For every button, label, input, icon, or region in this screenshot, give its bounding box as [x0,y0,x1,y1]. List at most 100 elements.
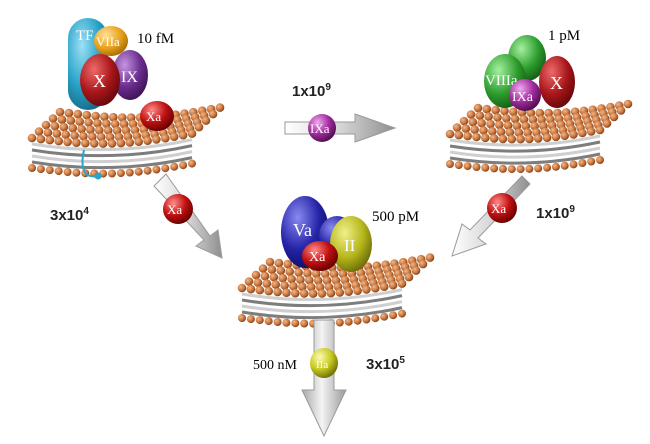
membrane-left-side-layer [31,150,193,164]
membrane-center-side-layer [241,294,403,308]
membrane-left-lipid-bead [50,121,60,131]
membrane-left-lipid-bead [201,116,211,125]
membrane-left-lipid-bead-lower [63,168,72,176]
membrane-right-lipid-bead [468,117,478,127]
membrane-right-lipid-bead [452,123,462,132]
membrane-center-lipid-bead-lower [344,317,353,326]
membrane-left-lipid-bead-lower [161,164,170,173]
xa-product-protein [140,101,174,131]
membrane-center-lipid-bead [237,283,247,293]
membrane-right-lipid-bead [493,113,502,122]
membrane-left-lipid-bead [66,116,76,125]
membrane-left-lipid-bead [107,139,117,148]
membrane-center-lipid-bead [312,269,321,279]
membrane-left-lipid-bead [57,115,67,124]
membrane-left-lipid-bead-lower [45,166,54,175]
membrane-right-lipid-bead [477,118,486,128]
membrane-right-lipid-bead [602,119,612,128]
membrane-center-lipid-bead [411,266,421,275]
membrane-center-lipid-bead [287,274,296,284]
membrane-left-lipid-bead-lower [170,162,179,171]
membrane-left-lipid-bead [52,129,62,138]
membrane-center-lipid-bead [294,268,303,277]
membrane-left-lipid-bead [55,107,65,117]
membrane-left-lipid-bead [143,136,152,145]
membrane-left-lipid-bead [102,119,111,128]
tf-anchor-tip [94,172,102,180]
membrane-right-lipid-bead [498,134,508,144]
membrane-right-lipid-bead [595,125,605,135]
membrane-left-lipid-bead [208,109,218,119]
tf-anchor [81,149,97,178]
membrane-right-lipid-bead [528,115,538,124]
extrinsic-tenase-complex: TF VIIa IX X Xa 10 fM [68,18,174,131]
ixa-transfer-arrow: IXa 1x109 [284,82,397,143]
membrane-right-lipid-bead-lower [516,165,525,174]
membrane-right-lipid-bead-lower [446,160,454,168]
membrane-left-lipid-bead [34,127,44,136]
prothrombinase-concentration: 500 pM [372,209,419,225]
membrane-center-lipid-bead [262,279,272,288]
xa-product-label: Xa [146,109,161,124]
membrane-center-lipid-bead [344,287,354,297]
membrane-right-lipid-bead [454,130,464,140]
membrane-left-lipid-bead [81,138,90,148]
membrane-left-lipid-bead [41,120,51,130]
membrane-center-lipid-bead [418,259,428,269]
membrane-center-lipid-bead-lower [362,315,371,324]
membrane-left-lipid-bead [194,122,204,132]
xa-label: Xa [309,250,326,265]
membrane-center-lipid-bead [246,284,256,294]
membrane-right-lipid-bead [533,134,543,143]
membrane-left-lipid-bead [79,131,88,141]
membrane-center-lipid-bead [258,264,268,273]
membrane-center-lipid-bead [313,276,323,285]
membrane-right-lipid-bead [470,125,479,134]
membrane-right-lipid-bead [479,126,488,135]
membrane-left-lipid-bead-lower [125,168,134,177]
xa-protein [302,241,338,271]
membrane-center-lipid-bead [296,275,305,285]
ii-protein [330,216,372,272]
membrane-center-lipid-bead-lower [300,319,309,328]
membrane-center-lipid-bead [283,259,293,269]
membrane-right-lipid-bead-lower [498,164,507,173]
va-label: Va [293,220,312,240]
membrane-right-lipid-bead [609,112,619,122]
membrane-center-lipid-bead [271,280,281,289]
membrane-left-lipid-bead [54,136,63,146]
membrane-left-lipid-bead [61,130,70,139]
membrane-left-lipid-bead [125,138,135,147]
membrane-right-lipid-bead [502,114,511,123]
membrane-right-lipid-bead [461,124,471,133]
membrane-center-lipid-bead-lower [371,314,380,323]
membrane-left-lipid-bead-lower [36,165,45,174]
membrane-center-lipid-bead [267,265,277,274]
membrane-left-lipid-bead [117,113,127,122]
membrane-right-side-layer [449,134,601,147]
membrane-right-side-layer [449,146,601,159]
x-protein [80,54,120,106]
membrane-center-lipid-bead [280,281,289,290]
membrane-left-lipid-bead [116,138,126,148]
membrane-left-side-layer [31,138,193,152]
membrane-left-lipid-bead [96,132,106,142]
membrane-center-lipid-bead-lower [246,315,255,324]
membrane-left-lipid-bead [43,128,53,137]
membrane-left-lipid-bead-lower [134,167,143,176]
x-label: X [93,71,106,91]
membrane-left-lipid-bead-lower [54,167,63,176]
xa-right-rate: 1x109 [536,204,575,222]
x-label: X [550,73,563,93]
xa-left-label: Xa [167,202,182,217]
membrane-left-lipid-bead [91,111,100,121]
membrane-left-lipid-bead-lower [28,164,36,172]
membrane-left-lipid-bead-lower [179,161,188,170]
membrane-right-side-layer [449,140,601,153]
membrane-right-lipid-bead-lower [525,164,534,173]
membrane-right-lipid-bead [516,134,525,144]
membrane-right-lipid-bead [569,130,578,139]
membrane-left-lipid-bead-lower [116,169,125,178]
membrane-center-lipid-bead [326,288,336,298]
